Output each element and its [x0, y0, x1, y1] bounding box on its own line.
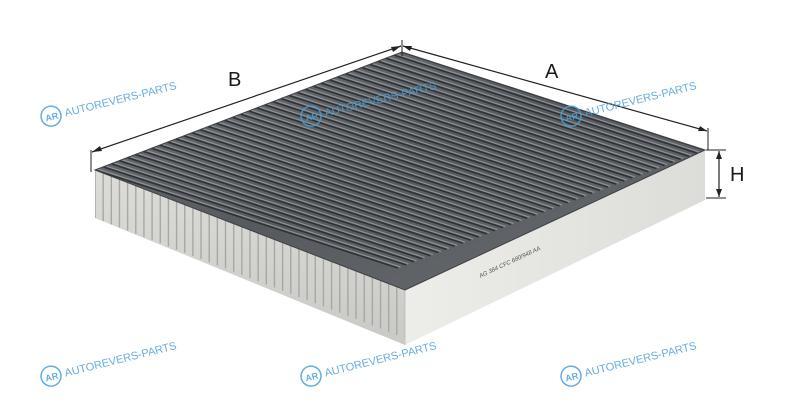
watermark-logo-text: AR [44, 370, 60, 383]
watermark-logo-icon [300, 365, 322, 387]
watermark-logo-icon [40, 365, 62, 387]
dimension-b-label: B [228, 69, 241, 91]
watermark-text: AUTOREVERS-PARTS [583, 340, 697, 379]
dimension-a: A [402, 45, 709, 150]
watermark-logo-icon [40, 105, 62, 127]
watermark-text: AUTOREVERS-PARTS [323, 340, 437, 379]
watermark-text: AUTOREVERS-PARTS [63, 340, 177, 379]
filter-side-pleats [95, 170, 405, 338]
watermark-logo-text: AR [564, 110, 580, 123]
watermark-logo-icon [560, 365, 582, 387]
watermark-text: AUTOREVERS-PARTS [583, 80, 697, 119]
watermark-logo-text: AR [44, 110, 60, 123]
watermark-logo-text: AR [304, 110, 320, 123]
dimension-a-label: A [545, 61, 559, 83]
watermark-logo-icon [560, 105, 582, 127]
watermark-logo-text: AR [304, 370, 320, 383]
dimension-h-label: H [730, 164, 744, 186]
watermark-text: AUTOREVERS-PARTS [63, 80, 177, 119]
dimension-h: H [706, 149, 744, 199]
watermark-logo-text: AR [564, 370, 580, 383]
dimension-b: B [90, 40, 403, 172]
filter-right-frame [405, 150, 705, 345]
watermark-logo-icon [300, 105, 322, 127]
